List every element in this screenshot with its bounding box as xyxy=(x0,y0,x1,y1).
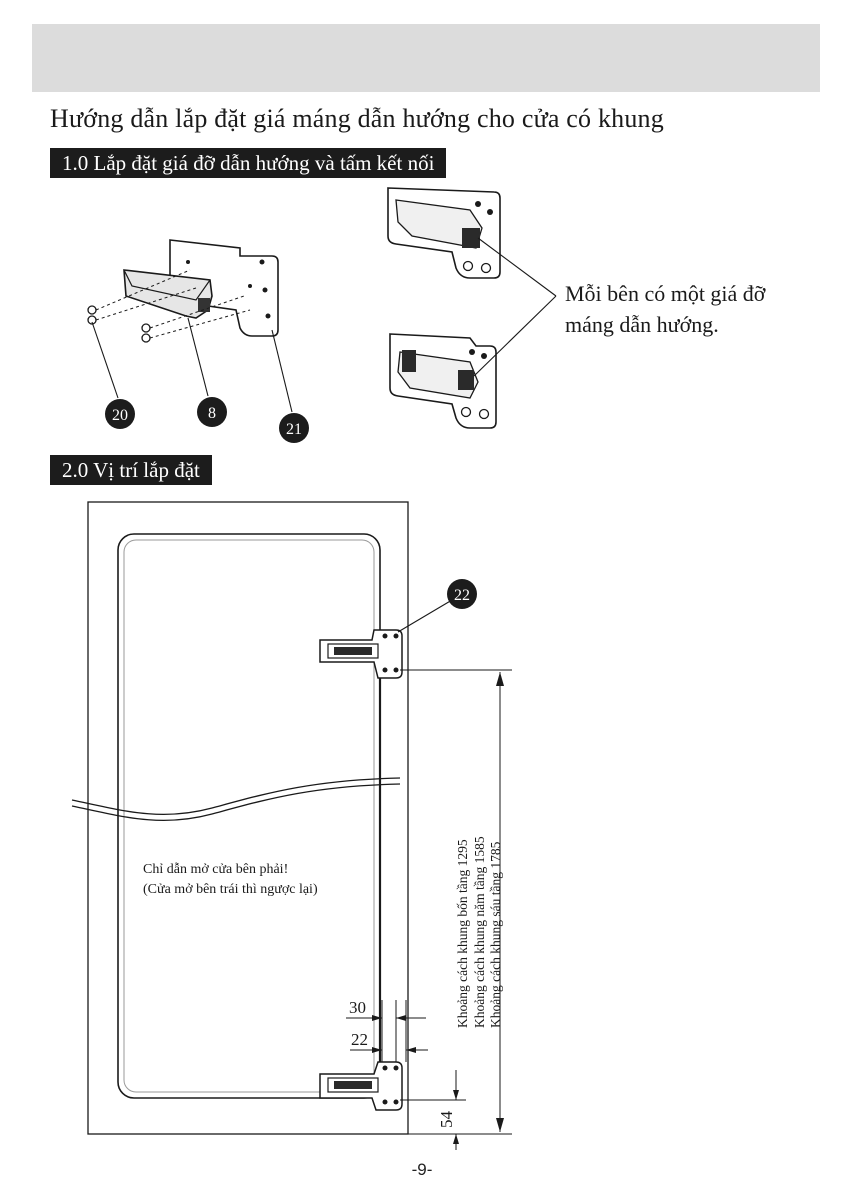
callout-22-circle xyxy=(447,579,477,609)
callout-8-circle xyxy=(197,397,227,427)
header-band xyxy=(32,24,820,92)
bracket-note-line-1: Mỗi bên có một giá đỡ xyxy=(565,281,766,306)
break-line xyxy=(71,777,401,816)
frame-distance-five-tier: Khoảng cách khung năm tầng 1585 xyxy=(471,836,487,1028)
callout-20-circle xyxy=(105,399,135,429)
page-title: Hướng dẫn lắp đặt giá máng dẫn hướng cho… xyxy=(50,104,664,133)
door-opening-note: Chỉ dẫn mở cửa bên phải! (Cửa mở bên trá… xyxy=(143,860,318,900)
plate-hole xyxy=(265,313,271,319)
callout-21: 21 xyxy=(286,421,302,438)
section-heading-1: 1.0 Lắp đặt giá đỡ dẫn hướng và tấm kết … xyxy=(50,148,447,178)
door-panel-inner xyxy=(123,539,375,1093)
plate-hole xyxy=(186,260,190,264)
door-note-line-1: Chỉ dẫn mở cửa bên phải! xyxy=(143,862,289,877)
door-note-line-2: (Cửa mở bên trái thì ngược lại) xyxy=(143,882,318,897)
page-number: -9- xyxy=(411,1160,433,1179)
plate-hole xyxy=(248,284,252,288)
callout-21-circle xyxy=(279,413,309,443)
frame-distance-labels: Khoảng cách khung bốn tầng 1295 Khoảng c… xyxy=(455,836,505,1028)
dimension-22: 22 xyxy=(351,1030,368,1049)
dimension-54: 54 xyxy=(437,1111,456,1129)
frame-distance-six-tier: Khoảng cách khung sáu tầng 1785 xyxy=(488,841,503,1028)
plate-hole xyxy=(262,287,268,293)
section-heading-2: 2.0 Vị trí lắp đặt xyxy=(50,455,212,485)
dimension-30: 30 xyxy=(349,998,366,1017)
cabinet-frame xyxy=(87,501,409,1135)
bracket-note: Mỗi bên có một giá đỡ máng dẫn hướng. xyxy=(565,278,765,340)
bracket-note-line-2: máng dẫn hướng. xyxy=(565,312,719,337)
connecting-plate xyxy=(169,239,279,337)
callout-20: 20 xyxy=(112,407,128,424)
lower-guide-bracket xyxy=(319,1061,403,1111)
frame-distance-four-tier: Khoảng cách khung bốn tầng 1295 xyxy=(455,839,470,1028)
door-panel xyxy=(117,533,381,1099)
callout-22: 22 xyxy=(454,587,470,604)
plate-hole xyxy=(259,259,265,265)
upper-guide-bracket xyxy=(319,629,403,679)
callout-8: 8 xyxy=(208,405,216,422)
